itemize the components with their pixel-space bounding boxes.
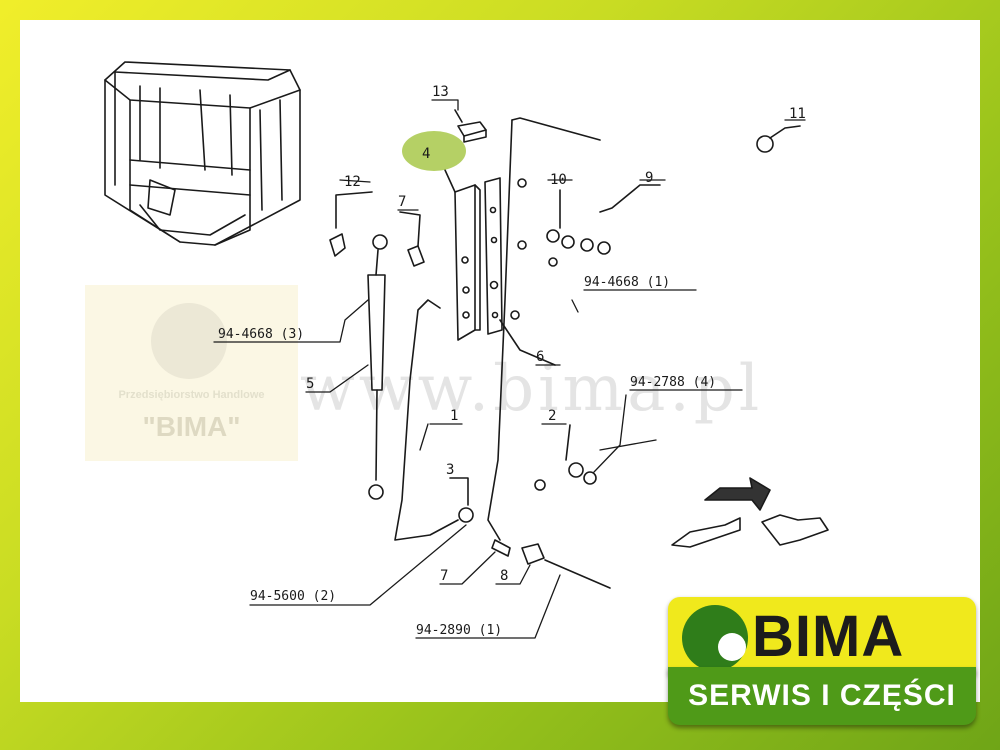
tractor-cab-drawing <box>104 61 301 246</box>
rod-upper <box>511 117 601 141</box>
parts-7-8-fittings <box>491 539 611 589</box>
logo-ball-highlight <box>718 633 746 661</box>
part-12-mount <box>329 191 373 257</box>
logo-wordmark: BIMA <box>752 604 905 669</box>
part-label-13: 13 <box>432 84 449 100</box>
code-label-94-5600-2: 94-5600 (2) <box>250 589 336 604</box>
part-13-clip <box>454 109 487 143</box>
highlight-marker <box>402 131 466 171</box>
part-5-gas-strut <box>367 234 388 500</box>
company-stamp: Przedsiębiorstwo Handlowe "BIMA" <box>85 285 298 461</box>
part-label-4: 4 <box>422 146 430 162</box>
logo-tagline: SERWIS I CZĘŚCI <box>688 679 956 712</box>
code-label-94-4668-1: 94-4668 (1) <box>584 275 670 290</box>
part-4-plate <box>444 169 481 341</box>
code-label-94-4668-3: 94-4668 (3) <box>218 327 304 342</box>
part-label-10: 10 <box>550 172 567 188</box>
logo-top-panel: BIMA <box>668 597 976 675</box>
direction-arrows <box>671 477 829 548</box>
code-label-94-2890-1: 94-2890 (1) <box>416 623 502 638</box>
part-7-bolt-top <box>399 211 425 267</box>
part-2-bolt <box>534 424 597 491</box>
part-label-1: 1 <box>450 408 458 424</box>
part-3-bushing <box>449 477 474 523</box>
part-label-2: 2 <box>548 408 556 424</box>
part-label-7-top: 7 <box>398 194 406 210</box>
part-label-8: 8 <box>500 568 508 584</box>
bima-logo: BIMA SERWIS I CZĘŚCI <box>668 597 976 727</box>
leader-lines <box>213 99 806 639</box>
part-label-3: 3 <box>446 462 454 478</box>
rod-main <box>487 119 513 541</box>
part-6-bar <box>484 177 556 366</box>
code-label-94-2788-4: 94-2788 (4) <box>630 375 716 390</box>
part-label-11: 11 <box>789 106 806 122</box>
part-label-12: 12 <box>344 174 361 190</box>
part-label-6: 6 <box>536 349 544 365</box>
part-11-cap <box>756 125 801 153</box>
part-1-rod <box>394 299 459 541</box>
stamp-company-name: "BIMA" <box>142 411 241 442</box>
stamp-company-type: Przedsiębiorstwo Handlowe <box>118 389 265 401</box>
logo-ball-icon <box>682 605 748 671</box>
part-label-5: 5 <box>306 376 314 392</box>
part-label-7-bottom: 7 <box>440 568 448 584</box>
parts-9-10-fasteners <box>510 178 661 320</box>
logo-bottom-panel <box>668 667 976 725</box>
part-label-9: 9 <box>645 170 653 186</box>
stamp-emblem <box>151 303 227 379</box>
